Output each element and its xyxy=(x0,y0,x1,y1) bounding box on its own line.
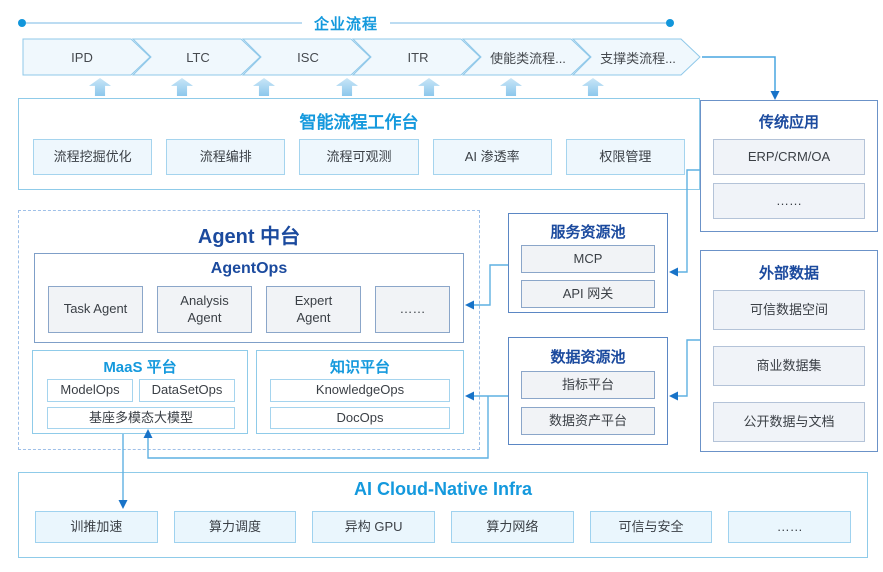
legacy-app-item: …… xyxy=(713,183,865,219)
process-chevron-ipd: IPD xyxy=(22,38,152,76)
agentops-items: Task Agent Analysis Agent Expert Agent …… xyxy=(48,286,450,333)
workbench-title: 智能流程工作台 xyxy=(299,113,419,132)
agentops-title: AgentOps xyxy=(210,260,288,277)
wire-chevron-to-legacy xyxy=(702,56,776,94)
infra-item: 异构 GPU xyxy=(312,511,436,543)
up-arrow-icon xyxy=(253,78,275,96)
maas-item: ModelOps xyxy=(47,379,133,402)
workbench-item: 权限管理 xyxy=(565,139,686,175)
header-rule-right xyxy=(390,22,667,24)
infra-item: 算力调度 xyxy=(173,511,297,543)
workbench-item: 流程挖掘优化 xyxy=(33,139,153,175)
process-chevron-itr: ITR xyxy=(352,38,482,76)
infra-items: 训推加速 算力调度 异构 GPU 算力网络 可信与安全 …… xyxy=(35,511,852,543)
workbench-item: AI 渗透率 xyxy=(432,139,552,175)
service-pool-panel: 服务资源池 MCP API 网关 xyxy=(508,213,668,313)
process-chevron-ltc: LTC xyxy=(132,38,262,76)
arrowhead-left-icon xyxy=(669,267,678,277)
chevron-label: 使能类流程... xyxy=(490,50,566,66)
arrowhead-down-icon xyxy=(770,91,780,100)
service-pool-item: MCP xyxy=(521,245,655,273)
external-data-item: 可信数据空间 xyxy=(713,290,865,330)
up-arrow-icon xyxy=(500,78,522,96)
workbench-item: 流程可观测 xyxy=(299,139,419,175)
data-pool-title: 数据资源池 xyxy=(550,349,626,366)
external-data-item: 公开数据与文档 xyxy=(713,402,865,442)
enterprise-process-header: 企业流程 xyxy=(18,14,675,33)
service-pool-item: API 网关 xyxy=(521,280,655,308)
data-pool-panel: 数据资源池 指标平台 数据资产平台 xyxy=(508,337,668,445)
legacy-app-item: ERP/CRM/OA xyxy=(713,139,865,175)
up-arrow-icon xyxy=(336,78,358,96)
up-arrow-icon xyxy=(171,78,193,96)
workbench-items: 流程挖掘优化 流程编排 流程可观测 AI 渗透率 权限管理 xyxy=(33,139,686,175)
enterprise-process-title: 企业流程 xyxy=(314,15,379,33)
maas-item: DataSetOps xyxy=(139,379,235,402)
external-data-item: 商业数据集 xyxy=(713,346,865,386)
maas-base-model: 基座多模态大模型 xyxy=(47,407,235,429)
knowledge-title: 知识平台 xyxy=(329,359,390,376)
chevron-label: 支撑类流程... xyxy=(600,50,676,66)
chevron-label: LTC xyxy=(186,49,210,65)
up-arrow-icon xyxy=(418,78,440,96)
external-data-title: 外部数据 xyxy=(758,265,819,282)
header-rule-left xyxy=(26,22,302,24)
agentops-item: Expert Agent xyxy=(266,286,361,333)
infra-item: …… xyxy=(728,511,852,543)
chevron-label: ITR xyxy=(407,49,429,65)
maas-title: MaaS 平台 xyxy=(103,359,177,376)
workbench-item: 流程编排 xyxy=(166,139,286,175)
infra-item: 算力网络 xyxy=(451,511,574,543)
chevron-label: IPD xyxy=(71,49,93,65)
infra-item: 可信与安全 xyxy=(589,511,713,543)
agent-platform-title: Agent 中台 xyxy=(197,226,301,248)
up-arrow-icon xyxy=(582,78,604,96)
wire-external-to-data-pool xyxy=(675,339,700,397)
maas-panel: MaaS 平台 ModelOps DataSetOps 基座多模态大模型 xyxy=(32,350,248,434)
knowledge-item: DocOps xyxy=(270,407,450,429)
agentops-item: Task Agent xyxy=(48,286,143,333)
external-data-panel: 外部数据 可信数据空间 商业数据集 公开数据与文档 xyxy=(700,250,878,452)
workbench-panel: 智能流程工作台 流程挖掘优化 流程编排 流程可观测 AI 渗透率 权限管理 xyxy=(18,98,700,190)
agentops-panel: AgentOps Task Agent Analysis Agent Exper… xyxy=(34,253,464,343)
knowledge-item: KnowledgeOps xyxy=(270,379,450,402)
knowledge-panel: 知识平台 KnowledgeOps DocOps xyxy=(256,350,464,434)
line-start-dot-icon xyxy=(18,19,26,27)
line-end-dot-icon xyxy=(666,19,675,27)
process-chevron-isc: ISC xyxy=(242,38,372,76)
chevron-label: ISC xyxy=(297,49,319,65)
service-pool-title: 服务资源池 xyxy=(550,224,626,241)
infra-title: AI Cloud-Native Infra xyxy=(353,479,532,499)
infra-item: 训推加速 xyxy=(35,511,158,543)
data-pool-item: 数据资产平台 xyxy=(521,407,655,435)
process-chevron-supporting: 支撑类流程... xyxy=(572,38,702,76)
up-arrow-icon xyxy=(89,78,111,96)
data-pool-item: 指标平台 xyxy=(521,371,655,399)
legacy-apps-title: 传统应用 xyxy=(758,114,819,131)
legacy-apps-panel: 传统应用 ERP/CRM/OA …… xyxy=(700,100,878,232)
agentops-item: Analysis Agent xyxy=(157,286,252,333)
arrowhead-left-icon xyxy=(669,391,678,401)
infra-panel: AI Cloud-Native Infra 训推加速 算力调度 异构 GPU 算… xyxy=(18,472,868,558)
agentops-item: …… xyxy=(375,286,450,333)
process-chevron-enabling: 使能类流程... xyxy=(462,38,592,76)
